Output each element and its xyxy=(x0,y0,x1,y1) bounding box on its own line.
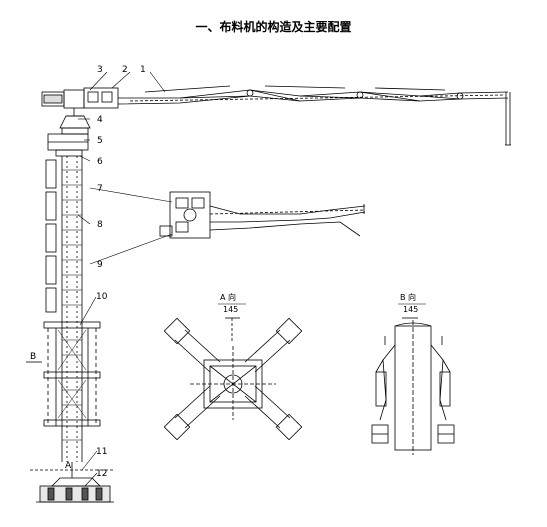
callout-1: 1 xyxy=(140,65,146,75)
turntable-head xyxy=(41,87,119,129)
callout-10: 10 xyxy=(96,292,108,302)
callout-12: 12 xyxy=(96,469,107,479)
marker-a: A xyxy=(65,461,72,471)
boom-arm xyxy=(117,85,511,146)
view-b-label: B 向 xyxy=(400,292,416,302)
marker-b: B xyxy=(30,352,36,362)
mast-column xyxy=(43,156,101,462)
callout-9: 9 xyxy=(97,260,103,270)
view-a-base-plan xyxy=(163,317,303,441)
callout-5: 5 xyxy=(97,136,103,146)
callout-7: 7 xyxy=(97,184,103,194)
callout-11: 11 xyxy=(96,447,107,457)
callout-numbers: 1 2 3 4 5 6 7 8 9 10 11 12 xyxy=(96,65,146,479)
view-b-dim: 145 xyxy=(403,305,418,314)
callout-4: 4 xyxy=(97,115,103,125)
plan-view-arm xyxy=(159,191,366,239)
callout-3: 3 xyxy=(97,65,103,75)
view-a-dim: 145 xyxy=(223,305,238,314)
base-foundation xyxy=(30,462,115,503)
view-b-side xyxy=(371,317,455,455)
callout-leaders xyxy=(77,71,173,487)
callout-8: 8 xyxy=(97,220,103,230)
page-title: 一、布料机的构造及主要配置 xyxy=(195,20,352,34)
callout-6: 6 xyxy=(97,157,103,167)
callout-2: 2 xyxy=(122,65,128,75)
view-a-label: A 向 xyxy=(220,292,236,302)
slewing-unit xyxy=(47,127,89,157)
